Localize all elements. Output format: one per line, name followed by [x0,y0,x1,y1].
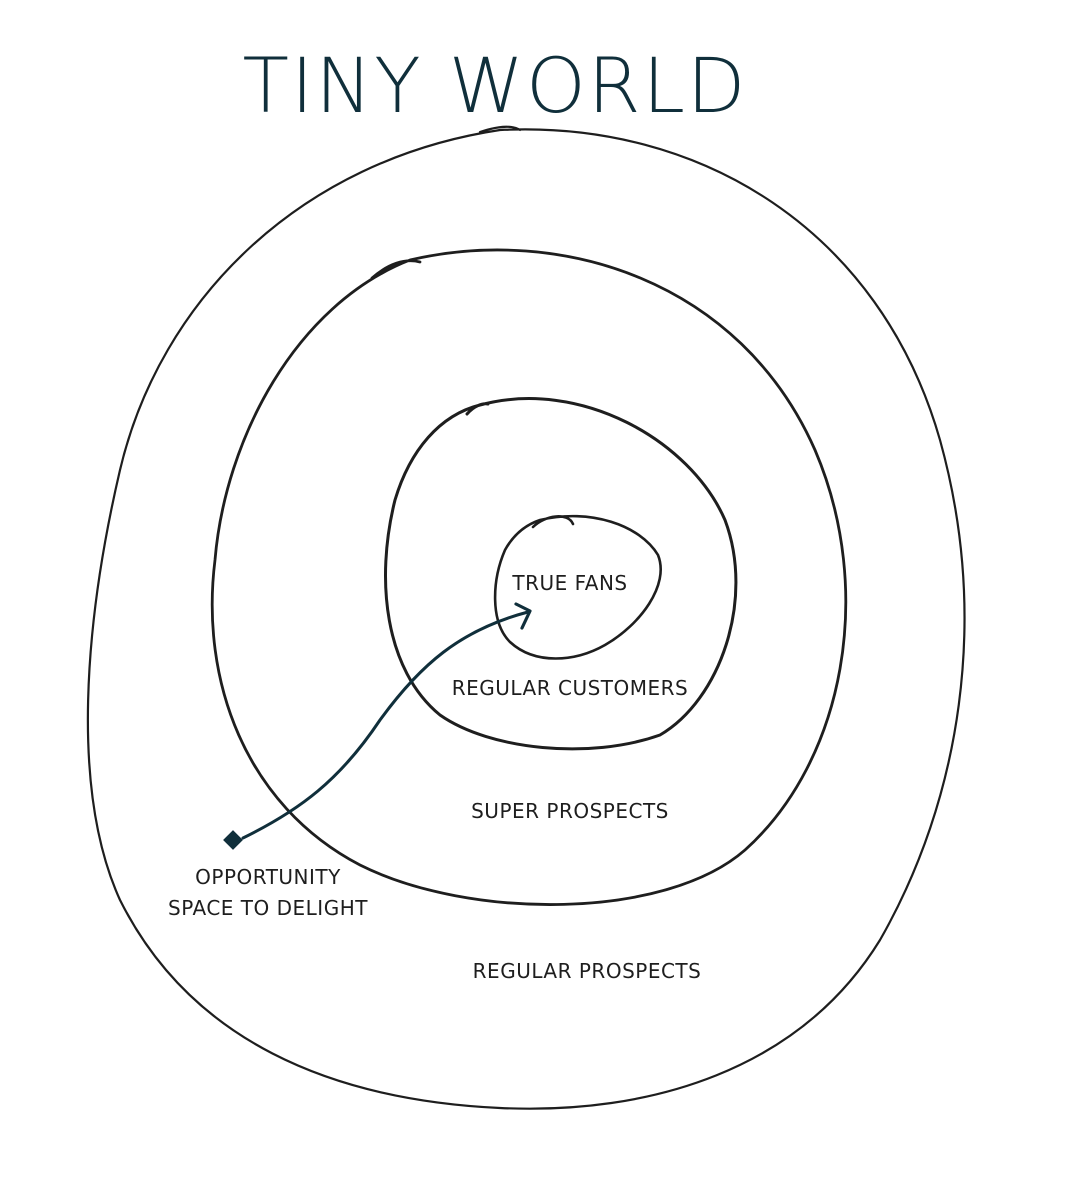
diagram-title: TINY WORLD [243,41,748,130]
ring-true-fans [493,514,662,660]
ring-regular-customers [383,397,738,751]
label-true-fans: TRUE FANS [511,571,627,595]
label-super-prospects: SUPER PROSPECTS [471,799,669,823]
label-regular-prospects: REGULAR PROSPECTS [473,959,702,983]
label-regular-customers: REGULAR CUSTOMERS [452,676,688,700]
opportunity-arrow-head [514,602,532,630]
ring-regular-prospects [86,125,966,1110]
opportunity-arrow-line [241,610,530,840]
label-opportunity-line2: SPACE TO DELIGHT [168,896,368,920]
opportunity-anchor-marker [223,830,243,850]
label-opportunity-line1: OPPORTUNITY [195,865,341,889]
ring-super-prospects [210,248,848,906]
